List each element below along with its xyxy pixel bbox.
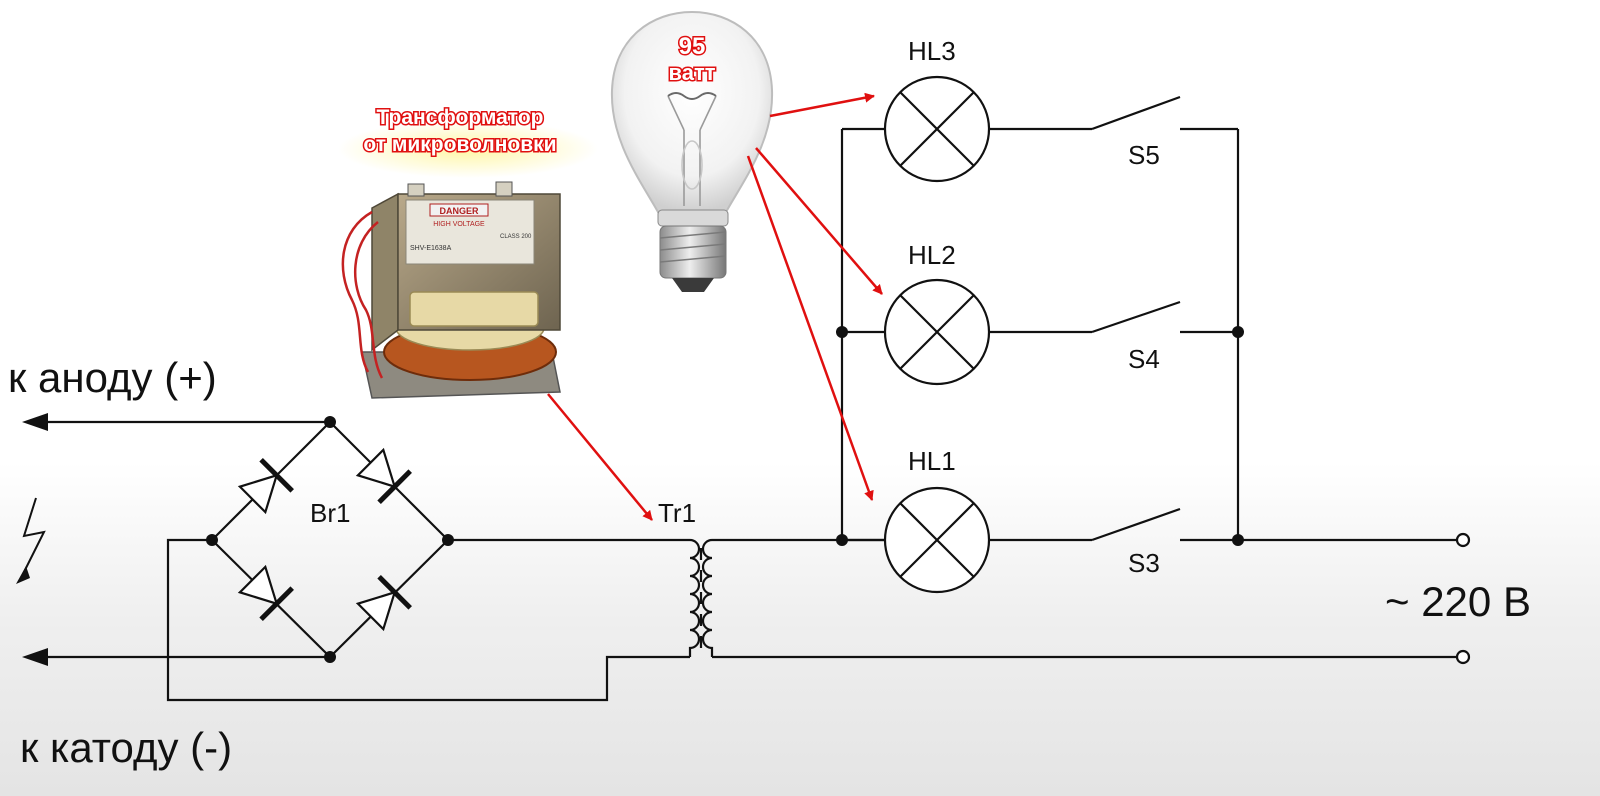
bridge-label: Br1 [310,498,350,528]
anode-output [22,413,330,431]
light-bulb-photo [610,10,774,292]
diode-icon [355,575,412,632]
transformer-caption-line2: от микроволновки [363,133,556,156]
arrow-bulb-to-hl3 [769,92,875,118]
switch-s5 [1091,95,1181,131]
bulb-power-unit: ватт [668,60,715,85]
mains-terminals [1455,532,1471,665]
lamp-label-hl3: HL3 [908,36,956,66]
anode-label: к аноду (+) [8,354,217,401]
lamp-label-hl1: HL1 [908,446,956,476]
switch-label-s5: S5 [1128,140,1160,170]
lightning-icon [16,497,46,584]
arrow-transformer-to-tr1 [547,393,653,521]
plate-danger: DANGER [439,206,479,216]
lamp-hl3 [883,75,991,183]
transformer-symbol [688,538,1458,659]
switch-label-s4: S4 [1128,344,1160,374]
diode-icon [355,447,412,504]
plate-class: CLASS 200 [500,234,532,240]
lamp-network-wires [840,127,1458,542]
arrowhead-left-icon [22,648,48,666]
arrow-bulb-to-hl1 [746,155,874,501]
lamp-label-hl2: HL2 [908,240,956,270]
switch-s4 [1091,300,1181,334]
switch-s3 [1091,507,1181,542]
bulb-power-callout: 95 ватт [667,32,717,87]
lamp-hl2 [883,278,991,386]
bulb-power-value: 95 [679,33,706,60]
transformer-label: Tr1 [658,498,696,528]
pointer-arrows [547,92,883,521]
mains-label: ~ 220 В [1385,578,1531,625]
switch-label-s3: S3 [1128,548,1160,578]
cathode-output [22,648,330,666]
arrowhead-left-icon [22,413,48,431]
cathode-label: к катоду (-) [20,724,232,771]
transformer-photo: DANGER HIGH VOLTAGE CLASS 200 SHV-E1638A [338,120,598,399]
bridge-junctions [206,416,454,663]
diode-icon [237,564,294,621]
diode-icon [237,458,294,515]
transformer-caption-line1: Трансформатор [377,106,544,129]
transformer-photo-callout: Трансформатор от микроволновки [362,105,558,158]
plate-model: SHV-E1638A [410,245,452,252]
plate-high-voltage: HIGH VOLTAGE [433,221,485,228]
arrow-bulb-to-hl2 [755,147,883,295]
lamp-hl1 [883,486,991,594]
diode-bridge [166,421,690,702]
network-junctions [836,326,1244,546]
